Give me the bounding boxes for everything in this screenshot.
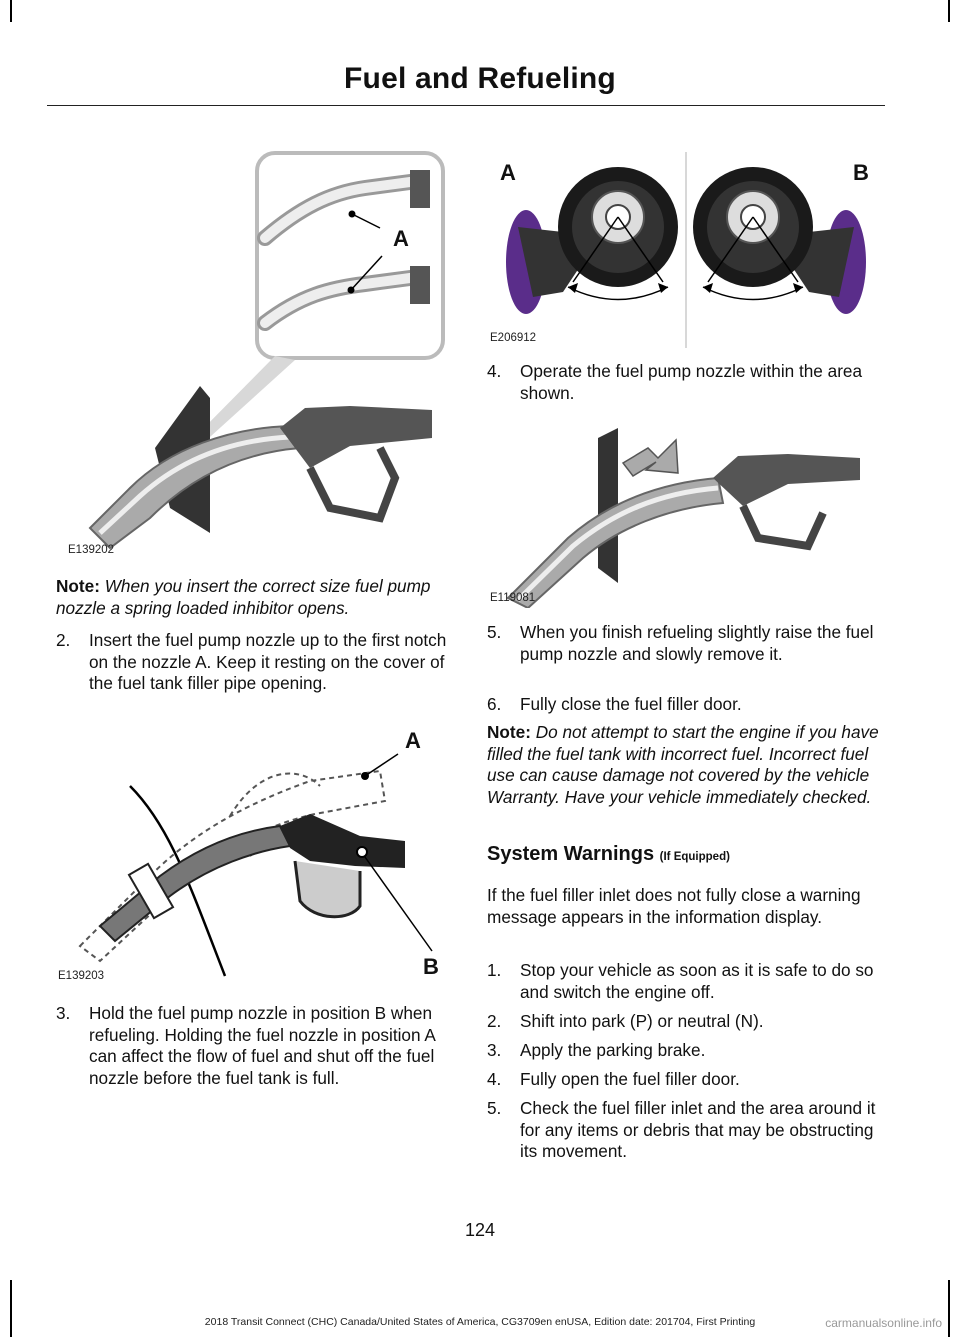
list-item: 1. Stop your vehicle as soon as it is sa… (487, 960, 879, 1003)
page-number: 124 (464, 1220, 496, 1240)
figure-nozzle-positions: A B E139203 (58, 726, 452, 984)
note-label: Note: (487, 722, 531, 742)
list-number: 1. (487, 960, 502, 980)
section-suffix: (If Equipped) (659, 851, 730, 863)
section-title: System Warnings (487, 843, 655, 865)
step-number: 4. (487, 361, 502, 381)
figure-nozzle-rotation-area: A B E206912 (488, 152, 884, 348)
figure-nozzle-operate: E119081 (488, 418, 880, 608)
list-number: 3. (487, 1040, 502, 1060)
page-title: Fuel and Refueling (344, 62, 616, 95)
crop-mark-top-left-v (10, 0, 12, 22)
note-spring-inhibitor: Note: When you insert the correct size f… (56, 576, 448, 619)
list-number: 4. (487, 1069, 502, 1089)
callout-b: B (853, 160, 869, 185)
crop-mark-bottom-right-v (948, 1280, 950, 1337)
step-4: 4. Operate the fuel pump nozzle within t… (487, 361, 879, 404)
step-text: Hold the fuel pump nozzle in position B … (89, 1003, 435, 1088)
crop-mark-top-right-v (948, 0, 950, 22)
list-item: 3. Apply the parking brake. (487, 1040, 879, 1062)
list-text: Apply the parking brake. (520, 1040, 706, 1060)
section-intro: If the fuel filler inlet does not fully … (487, 885, 861, 927)
footer-edition-info: 2018 Transit Connect (CHC) Canada/United… (204, 1316, 756, 1328)
figure-code: E139203 (58, 970, 105, 982)
step-text: Insert the fuel pump nozzle up to the fi… (89, 630, 447, 693)
step-number: 5. (487, 622, 502, 642)
step-number: 2. (56, 630, 71, 650)
list-item: 2. Shift into park (P) or neutral (N). (487, 1011, 879, 1033)
callout-a: A (500, 160, 516, 185)
callout-b: B (423, 954, 439, 979)
figure-code: E119081 (490, 592, 536, 604)
step-3: 3. Hold the fuel pump nozzle in position… (56, 1003, 448, 1089)
crop-mark-bottom-left-v (10, 1280, 12, 1337)
step-text: When you finish refueling slightly raise… (520, 622, 874, 664)
note-text: When you insert the correct size fuel pu… (56, 576, 431, 618)
figure-nozzle-notch: A E139202 (60, 148, 445, 560)
step-number: 6. (487, 694, 502, 714)
list-item: 4. Fully open the fuel filler door. (487, 1069, 879, 1091)
callout-a: A (393, 226, 409, 251)
watermark: carmanualsonline.info (825, 1316, 942, 1330)
step-text: Fully close the fuel filler door. (520, 694, 742, 714)
callout-a: A (405, 728, 421, 753)
note-label: Note: (56, 576, 100, 596)
list-number: 2. (487, 1011, 502, 1031)
header-divider (47, 105, 885, 106)
list-number: 5. (487, 1098, 502, 1118)
figure-code: E206912 (490, 332, 537, 344)
list-text: Check the fuel filler inlet and the area… (520, 1098, 876, 1161)
step-6: 6. Fully close the fuel filler door. (487, 694, 879, 716)
list-text: Fully open the fuel filler door. (520, 1069, 740, 1089)
note-text: Do not attempt to start the engine if yo… (487, 722, 879, 807)
note-incorrect-fuel: Note: Do not attempt to start the engine… (487, 722, 882, 808)
list-item: 5. Check the fuel filler inlet and the a… (487, 1098, 879, 1163)
step-number: 3. (56, 1003, 71, 1023)
list-text: Shift into park (P) or neutral (N). (520, 1011, 764, 1031)
step-text: Operate the fuel pump nozzle within the … (520, 361, 863, 403)
section-heading-system-warnings: System Warnings (If Equipped) (487, 843, 879, 866)
step-5: 5. When you finish refueling slightly ra… (487, 622, 882, 665)
figure-code: E139202 (68, 544, 115, 556)
list-text: Stop your vehicle as soon as it is safe … (520, 960, 874, 1002)
step-2: 2. Insert the fuel pump nozzle up to the… (56, 630, 448, 695)
